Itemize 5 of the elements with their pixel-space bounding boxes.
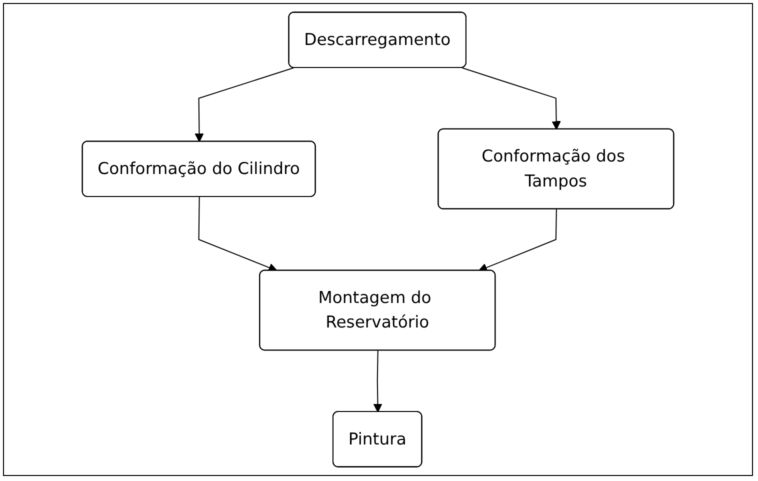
arrow [373, 350, 382, 412]
arrow [478, 209, 557, 272]
arrow [462, 67, 561, 130]
arrow [194, 67, 294, 142]
arrow [198, 197, 278, 272]
